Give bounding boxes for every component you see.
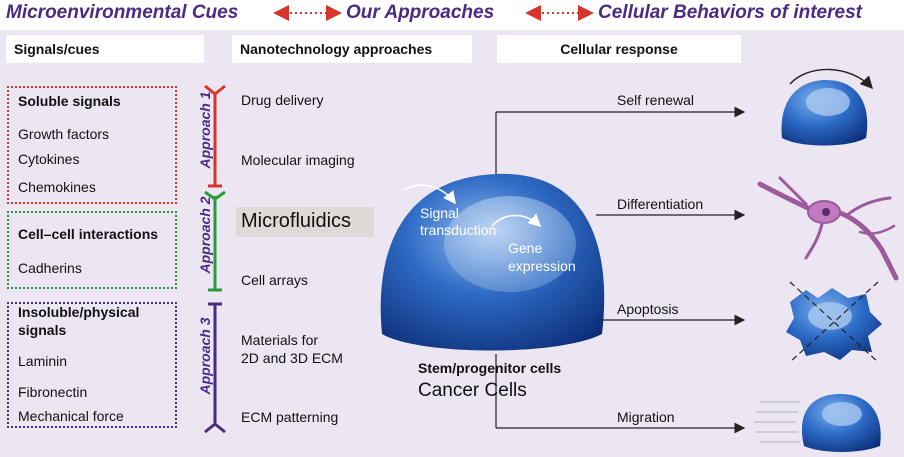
stem-cell-illustration [380, 173, 605, 351]
approach-item-microfluidics: Microfluidics [241, 210, 352, 232]
cell-cell-interactions-title: Cell–cell interactions [18, 226, 159, 242]
approach-3-bracket [204, 302, 226, 434]
approach-item-materials-line1: Materials for [241, 332, 319, 348]
signal-item: Laminin [18, 353, 68, 369]
soluble-signals-box [7, 86, 177, 204]
response-apoptosis: Apoptosis [617, 301, 679, 317]
microfluidics-highlight [236, 207, 374, 237]
signal-label-line2: transduction [420, 222, 497, 238]
approach-item-cell-arrays: Cell arrays [241, 272, 308, 288]
cancer-cells-caption: Cancer Cells [418, 380, 527, 401]
header-our-approaches: Our Approaches [346, 2, 495, 23]
gene-label-line2: expression [508, 258, 576, 274]
response-self-renewal: Self renewal [617, 92, 695, 108]
approach-item-molecular-imaging: Molecular imaging [241, 152, 355, 168]
migration-cell-icon [754, 394, 881, 452]
insoluble-signals-box [7, 302, 177, 428]
header-cellular-behaviors: Cellular Behaviors of interest [598, 2, 862, 23]
signal-item: Cytokines [18, 151, 80, 167]
approach-item-drug-delivery: Drug delivery [241, 92, 324, 108]
approach-item-ecm-patterning: ECM patterning [241, 409, 339, 425]
gene-label-line1: Gene [508, 240, 543, 256]
response-migration: Migration [617, 409, 675, 425]
column-header-approaches: Nanotechnology approaches [232, 35, 472, 63]
response-differentiation: Differentiation [617, 196, 704, 212]
soluble-signals-title: Soluble signals [18, 93, 121, 109]
header-microenvironmental-cues: Microenvironmental Cues [6, 2, 239, 23]
signal-item: Chemokines [18, 179, 96, 195]
insoluble-signals-title-line2: signals [18, 322, 67, 338]
signal-label-line1: Signal [420, 205, 459, 221]
signal-item: Growth factors [18, 126, 110, 142]
stem-cells-caption: Stem/progenitor cells [418, 360, 562, 376]
approach-2-bracket [204, 190, 226, 292]
cell-cell-interactions-box [7, 211, 177, 289]
apoptosis-cell-icon [786, 281, 882, 363]
signal-item: Fibronectin [18, 384, 88, 400]
response-arrows [495, 106, 746, 434]
self-renewal-cell-icon [781, 68, 873, 146]
approach-1-bracket [204, 84, 226, 188]
signal-item: Cadherins [18, 260, 82, 276]
signal-item: Mechanical force [18, 408, 124, 424]
column-header-response: Cellular response [497, 35, 741, 63]
insoluble-signals-title-line1: Insoluble/physical [18, 304, 140, 320]
approach-item-materials-line2: 2D and 3D ECM [241, 350, 343, 366]
column-header-signals: Signals/cues [6, 35, 204, 63]
differentiation-neuron-icon [757, 176, 899, 281]
